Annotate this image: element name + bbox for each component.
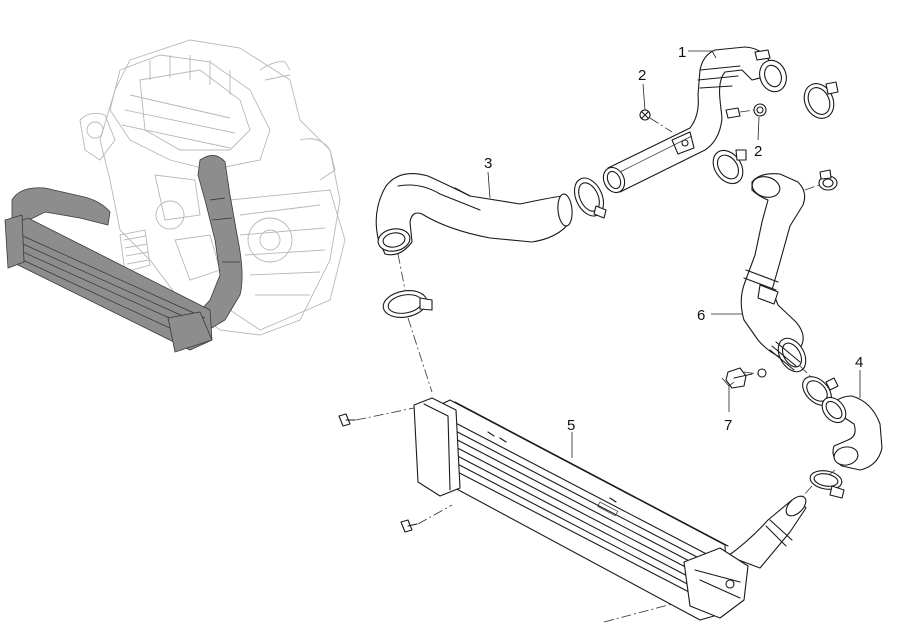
assembly-line-4-clamp bbox=[829, 469, 836, 475]
callout-6: 6 bbox=[697, 307, 705, 324]
clamp-part-4-bottom bbox=[809, 470, 845, 499]
assembly-line-bottom bbox=[603, 603, 673, 623]
engine-view-ducts bbox=[11, 155, 243, 333]
part-5-intercooler bbox=[413, 397, 807, 621]
clamp-part-3-right bbox=[573, 177, 607, 219]
engine-overview-illustration bbox=[4, 39, 346, 353]
part-2-screw-left bbox=[639, 109, 651, 121]
part-4-elbow-hose bbox=[821, 395, 883, 471]
clamp-part-6-top bbox=[712, 149, 747, 185]
callout-1: 1 bbox=[678, 44, 686, 61]
callout-7: 7 bbox=[724, 417, 732, 434]
callout-4: 4 bbox=[855, 354, 863, 371]
part-2-nut-right bbox=[753, 103, 767, 117]
engine-view-intercooler bbox=[4, 214, 213, 353]
intercooler-bolt-upper bbox=[338, 413, 356, 427]
part-1-turbo-outlet-duct bbox=[602, 46, 787, 194]
part-1-small-clip bbox=[754, 49, 771, 61]
assembly-line-sensor bbox=[743, 371, 759, 375]
assembly-line-bolt-upper bbox=[355, 407, 415, 421]
assembly-line-nut bbox=[739, 109, 755, 113]
assembly-line-bolt-lower bbox=[417, 504, 453, 525]
callout-labels: 1 2 2 3 4 5 6 7 bbox=[484, 44, 863, 434]
intercooler-bolt-lower bbox=[400, 519, 418, 533]
clamp-part-3-lower bbox=[382, 290, 433, 318]
callout-2-right: 2 bbox=[754, 143, 762, 160]
assembly-line-6-to-4 bbox=[799, 365, 813, 379]
clamp-upper-right bbox=[803, 81, 839, 119]
engine-block bbox=[79, 39, 346, 336]
callout-leaders bbox=[487, 50, 861, 458]
assembly-line-screw bbox=[649, 117, 673, 133]
assembly-line-6-clamp bbox=[804, 184, 820, 191]
assembly-line-3-to-clamp bbox=[397, 253, 406, 291]
clamp-upper-small bbox=[818, 169, 838, 191]
assembly-line-clamp-to-cooler bbox=[407, 317, 433, 393]
callout-2-left: 2 bbox=[638, 67, 646, 84]
callout-5: 5 bbox=[567, 417, 575, 434]
callout-3: 3 bbox=[484, 155, 492, 172]
part-7-pressure-sensor bbox=[725, 367, 767, 389]
part-3-cross-hose bbox=[375, 173, 573, 256]
part-6-intercooler-outlet-duct bbox=[740, 173, 807, 373]
